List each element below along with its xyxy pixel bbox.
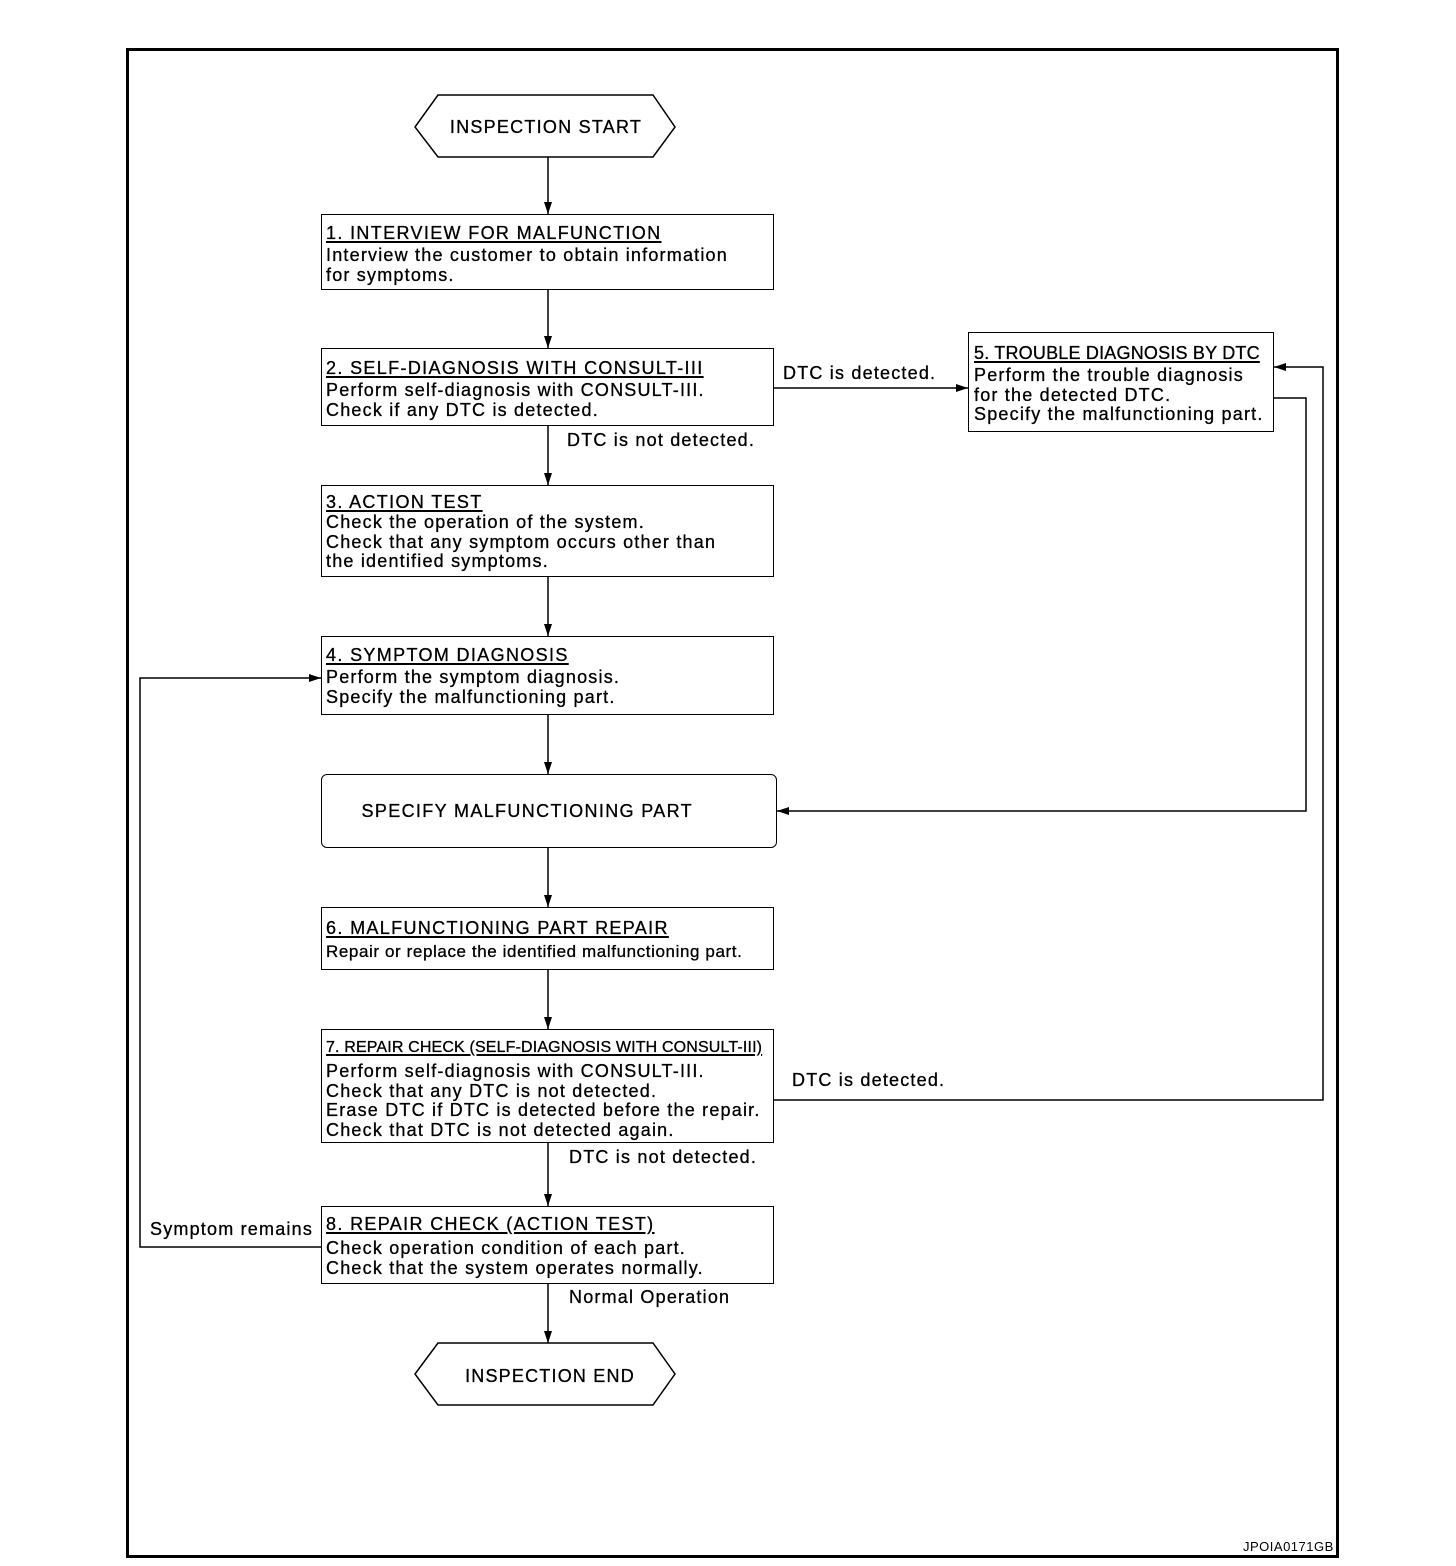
step-2-title: 2. SELF-DIAGNOSIS WITH CONSULT-III xyxy=(326,358,704,378)
edge-label-step-8-to-end: Normal Operation xyxy=(569,1287,731,1307)
connector-step-5-to-specify xyxy=(777,397,1307,815)
step-4-line: Perform the symptom diagnosis. xyxy=(326,667,621,687)
step-8-line: Check operation condition of each part. xyxy=(326,1238,686,1258)
step-1-line: Interview the customer to obtain informa… xyxy=(326,245,728,265)
edge-label-step-7-to-step-5: DTC is detected. xyxy=(792,1070,946,1090)
connector-step-7-to-step-5 xyxy=(774,363,1324,1101)
step-3-line: Check the operation of the system. xyxy=(326,512,645,532)
step-8-line: Check that the system operates normally. xyxy=(326,1257,704,1278)
step-2-box: 2. SELF-DIAGNOSIS WITH CONSULT-III Perfo… xyxy=(321,348,774,426)
step-3-line: Check that any symptom occurs other than xyxy=(326,531,717,552)
step-1-title: 1. INTERVIEW FOR MALFUNCTION xyxy=(326,223,662,243)
step-7-line: Erase DTC if DTC is detected before the … xyxy=(326,1100,761,1120)
edge-label-step-7-to-step-8: DTC is not detected. xyxy=(569,1147,758,1167)
step-7-title: 7. REPAIR CHECK (SELF-DIAGNOSIS WITH CON… xyxy=(326,1039,763,1056)
step-5-line: Specify the malfunctioning part. xyxy=(974,404,1264,424)
step-8-box: 8. REPAIR CHECK (ACTION TEST) Check oper… xyxy=(321,1206,774,1284)
step-6-title: 6. MALFUNCTIONING PART REPAIR xyxy=(326,918,669,938)
end-terminal-shape xyxy=(414,1342,676,1406)
end-terminal-label: INSPECTION END xyxy=(465,1365,635,1386)
step-7-line: Check that DTC is not detected again. xyxy=(326,1119,675,1140)
edge-label-step-2-to-step-5: DTC is detected. xyxy=(783,363,937,383)
step-5-title: 5. TROUBLE DIAGNOSIS BY DTC xyxy=(974,343,1260,363)
connector-step-8-to-step-4 xyxy=(139,674,321,1248)
step-4-title: 4. SYMPTOM DIAGNOSIS xyxy=(326,645,569,665)
step-5-line: Perform the trouble diagnosis xyxy=(974,365,1244,385)
step-1-box: 1. INTERVIEW FOR MALFUNCTION Interview t… xyxy=(321,214,774,290)
step-7-line: Check that any DTC is not detected. xyxy=(326,1080,658,1101)
step-1-line: for symptoms. xyxy=(326,264,455,285)
step-3-title: 3. ACTION TEST xyxy=(326,492,483,512)
step-2-line: Check if any DTC is detected. xyxy=(326,399,599,420)
start-terminal-shape xyxy=(414,94,676,158)
specify-malfunctioning-part-box: SPECIFY MALFUNCTIONING PART xyxy=(321,774,777,848)
step-7-box: 7. REPAIR CHECK (SELF-DIAGNOSIS WITH CON… xyxy=(321,1029,774,1143)
start-terminal-label: INSPECTION START xyxy=(449,116,643,137)
step-4-box: 4. SYMPTOM DIAGNOSIS Perform the symptom… xyxy=(321,636,774,715)
step-3-box: 3. ACTION TEST Check the operation of th… xyxy=(321,485,774,577)
step-2-line: Perform self-diagnosis with CONSULT-III. xyxy=(326,380,705,400)
step-7-line: Perform self-diagnosis with CONSULT-III. xyxy=(326,1061,705,1081)
step-6-box: 6. MALFUNCTIONING PART REPAIR Repair or … xyxy=(321,907,774,970)
figure-id: JPOIA0171GB xyxy=(1243,1539,1334,1554)
step-6-line: Repair or replace the identified malfunc… xyxy=(326,942,743,961)
step-8-title: 8. REPAIR CHECK (ACTION TEST) xyxy=(326,1214,655,1234)
outer-frame xyxy=(126,48,1339,1558)
step-4-line: Specify the malfunctioning part. xyxy=(326,686,616,707)
edge-label-step-8-to-step-4: Symptom remains xyxy=(150,1219,314,1239)
edge-label-step-2-to-step-3: DTC is not detected. xyxy=(567,430,756,450)
step-5-line: for the detected DTC. xyxy=(974,384,1172,405)
step-5-box: 5. TROUBLE DIAGNOSIS BY DTC Perform the … xyxy=(968,332,1274,432)
step-3-line: the identified symptoms. xyxy=(326,551,549,571)
